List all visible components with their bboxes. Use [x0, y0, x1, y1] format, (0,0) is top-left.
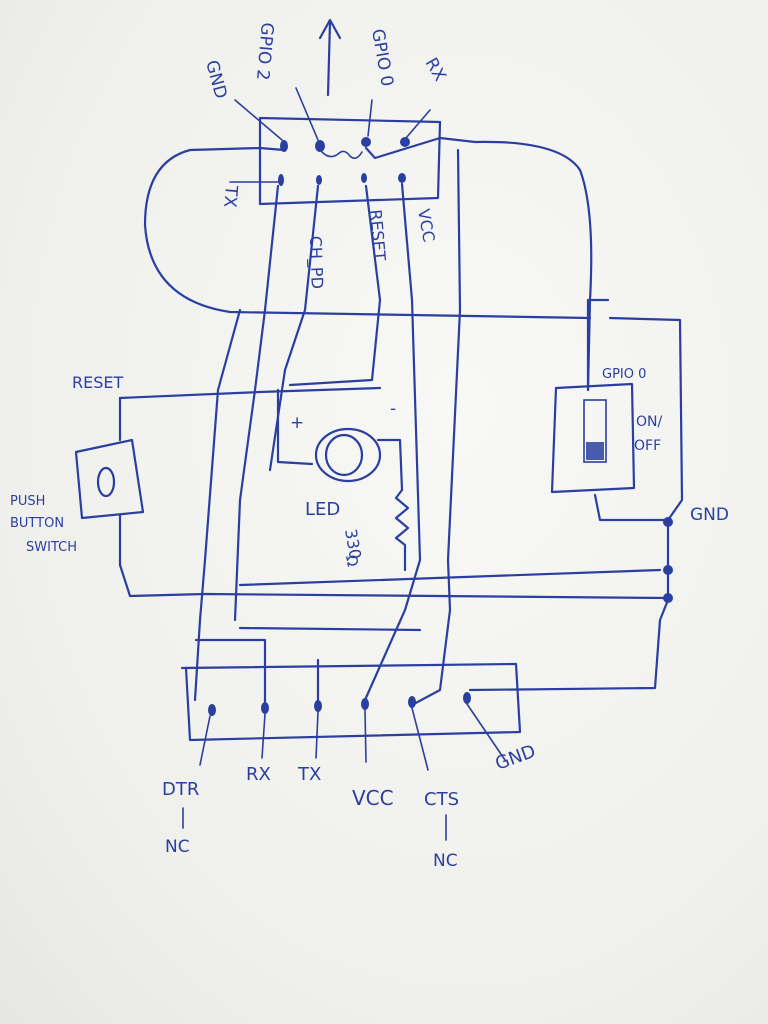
esp-label-rx: RX [421, 55, 450, 86]
esp-module [229, 87, 477, 206]
esp-label-gpio0: GPIO 0 [367, 27, 397, 88]
adapter-label-vcc: VCC [352, 786, 394, 810]
usb-serial-adapter [180, 662, 522, 841]
adapter-cts-nc: NC [433, 851, 458, 871]
resistor [394, 488, 410, 572]
toggle-gnd-label: GND [690, 505, 729, 525]
esp-label-tx: TX [219, 184, 241, 209]
adapter-label-tx: TX [297, 764, 321, 785]
up-arrow-icon [318, 18, 342, 97]
adapter-pin-tx [314, 700, 322, 712]
toggle-gpio-label: GPIO 0 [602, 367, 646, 382]
esp-pin-reset [361, 173, 367, 183]
esp-pin-chpd [316, 175, 322, 185]
esp-pin-tx [278, 174, 284, 186]
adapter-pin-rx [261, 702, 269, 714]
led-label: LED [305, 499, 340, 520]
wiring [118, 140, 684, 707]
esp-pin-vcc [398, 173, 406, 183]
led [276, 388, 404, 492]
esp-label-gnd: GND [201, 58, 230, 101]
adapter-label-dtr: DTR [162, 779, 199, 800]
esp-pin-gpio0 [361, 137, 371, 147]
push-button-title-2: BUTTON [10, 516, 64, 531]
adapter-pin-vcc [361, 698, 369, 710]
esp-pin-gpio2 [315, 140, 325, 152]
adapter-pin-gnd [463, 692, 471, 704]
esp-pin-rx [400, 137, 410, 147]
junction-dot [663, 593, 673, 603]
push-button-title-3: SWITCH [26, 540, 77, 555]
push-button-title-1: PUSH [10, 494, 45, 509]
led-plus-label: + [290, 413, 304, 433]
led-minus-label: - [390, 399, 396, 419]
push-button-switch [74, 396, 145, 567]
adapter-label-cts: CTS [424, 789, 459, 810]
resistor-unit: Ω [342, 554, 362, 568]
esp-label-gpio2: GPIO 2 [252, 22, 277, 82]
adapter-label-gnd: GND [493, 741, 539, 775]
toggle-off-label: OFF [634, 438, 661, 454]
adapter-pin-dtr [208, 704, 216, 716]
esp-label-reset: RESET [366, 209, 389, 262]
adapter-pin-cts [408, 696, 416, 708]
toggle-switch [550, 298, 636, 494]
esp-label-vcc: VCC [414, 207, 438, 243]
adapter-label-rx: RX [246, 764, 271, 785]
junction-dot [663, 517, 673, 527]
reset-button-label: RESET [72, 373, 123, 392]
toggle-on-label: ON/ [636, 414, 662, 430]
adapter-dtr-nc: NC [165, 837, 190, 857]
junction-dot [663, 565, 673, 575]
